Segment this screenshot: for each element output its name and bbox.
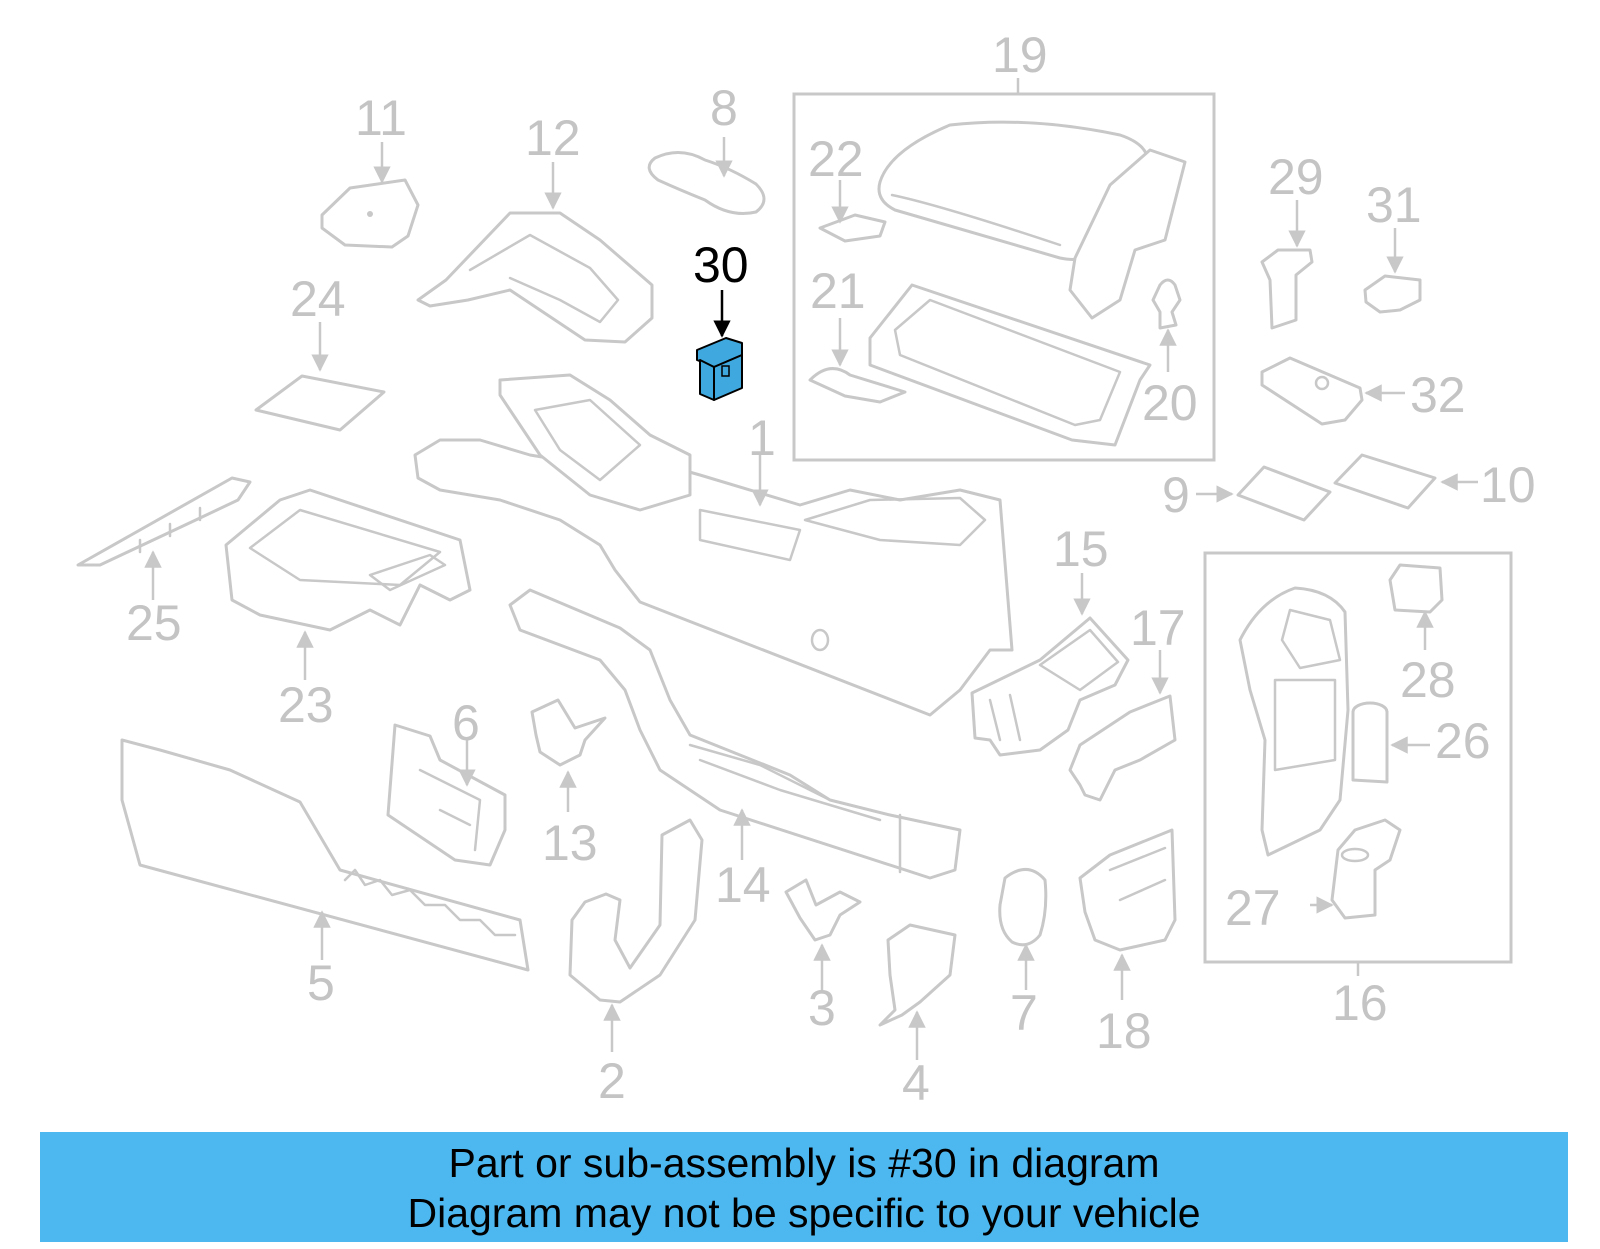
part-20 (1151, 278, 1182, 372)
part-9 (1196, 465, 1332, 522)
part-22 (818, 180, 887, 243)
part-16 (1238, 586, 1360, 976)
callout-32: 32 (1410, 367, 1466, 423)
callout-20: 20 (1142, 375, 1198, 431)
callout-9: 9 (1162, 467, 1190, 523)
callout-21: 21 (810, 263, 866, 319)
part-31 (1363, 228, 1422, 314)
part-14 (508, 588, 962, 880)
callout-15: 15 (1053, 521, 1109, 577)
callout-19: 19 (992, 27, 1048, 83)
part-29 (1260, 200, 1314, 330)
callout-7: 7 (1010, 985, 1038, 1041)
part-28 (1388, 563, 1444, 650)
callout-29: 29 (1268, 149, 1324, 205)
part-11 (320, 142, 420, 249)
part-19 (877, 78, 1187, 320)
part-6 (386, 723, 507, 867)
part-10 (1333, 453, 1478, 510)
part-5 (120, 738, 530, 972)
callout-2: 2 (598, 1053, 626, 1109)
part-4 (878, 923, 957, 1060)
callout-24: 24 (290, 271, 346, 327)
callout-4: 4 (902, 1055, 930, 1111)
part-8 (647, 137, 766, 215)
part-32 (1260, 356, 1405, 426)
callout-22: 22 (808, 131, 864, 187)
callout-28: 28 (1400, 652, 1456, 708)
callout-27: 27 (1225, 880, 1281, 936)
callout-23: 23 (278, 677, 334, 733)
part-27 (1310, 818, 1402, 920)
info-banner: Part or sub-assembly is #30 in diagram D… (40, 1132, 1568, 1242)
callout-11: 11 (355, 90, 407, 146)
part-25 (76, 476, 252, 600)
callout-25: 25 (126, 595, 182, 651)
part-17 (1068, 650, 1177, 802)
part-26 (1351, 701, 1430, 784)
callout-3: 3 (808, 980, 836, 1036)
callout-26: 26 (1435, 713, 1491, 769)
part-7 (998, 868, 1048, 990)
part-21 (808, 283, 1152, 447)
callout-1: 1 (748, 410, 776, 466)
part-30-highlighted (696, 290, 743, 401)
group-box-19 (792, 92, 1216, 462)
part-15 (970, 573, 1130, 757)
part-2 (568, 818, 704, 1052)
part-13 (530, 698, 607, 812)
callout-18: 18 (1096, 1003, 1152, 1059)
callout-6: 6 (452, 695, 480, 751)
callout-5: 5 (307, 955, 335, 1011)
callout-31: 31 (1366, 177, 1422, 233)
part-23 (224, 488, 472, 680)
callout-8: 8 (710, 80, 738, 136)
part-1 (413, 373, 1014, 717)
callout-10: 10 (1480, 457, 1536, 513)
callout-13: 13 (542, 815, 598, 871)
part-12 (416, 162, 654, 344)
part-24 (254, 322, 386, 432)
callout-30-active: 30 (693, 237, 749, 293)
callout-14: 14 (715, 857, 771, 913)
part-3 (784, 878, 862, 992)
callout-17: 17 (1130, 600, 1186, 656)
callout-12: 12 (525, 110, 581, 166)
banner-line-part-reference: Part or sub-assembly is #30 in diagram (448, 1140, 1160, 1186)
callout-16: 16 (1332, 975, 1388, 1031)
banner-line-disclaimer: Diagram may not be specific to your vehi… (407, 1190, 1201, 1236)
part-18 (1078, 828, 1177, 1000)
